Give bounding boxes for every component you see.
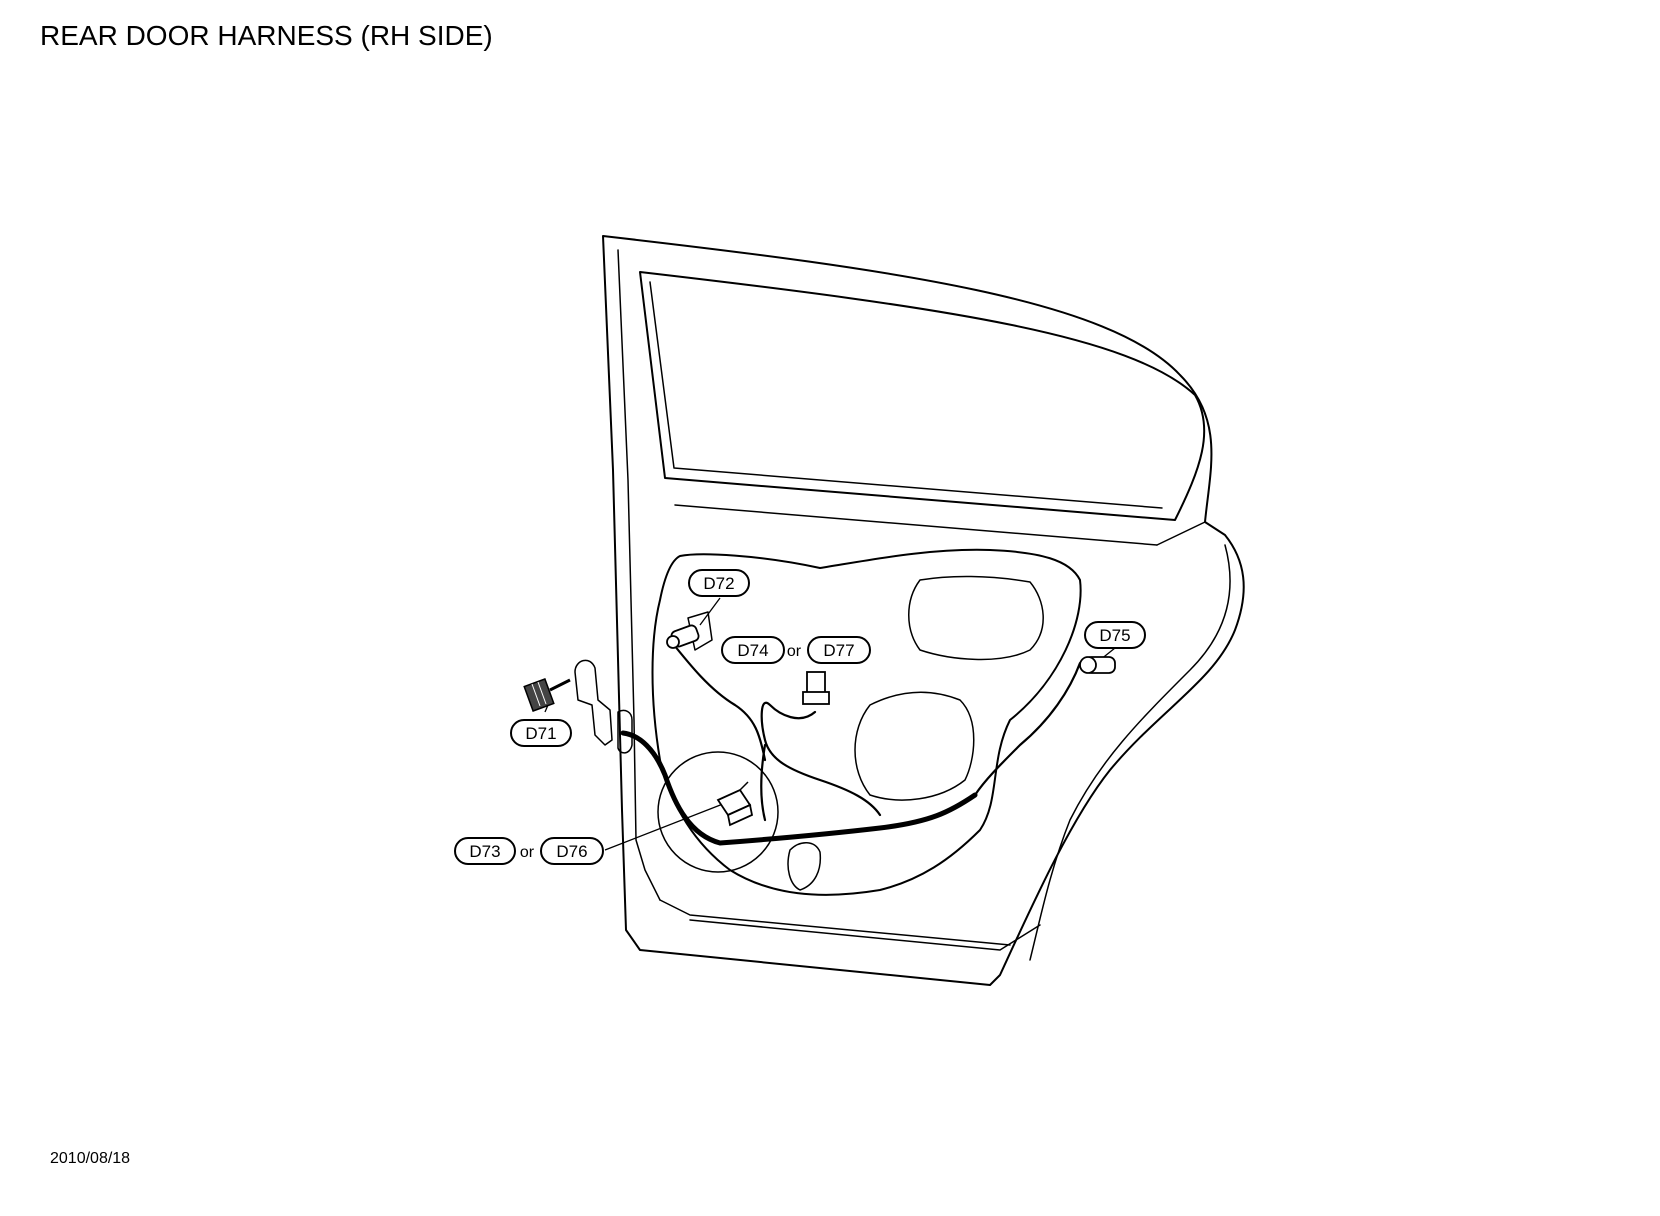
callout-d71: D71	[510, 719, 572, 747]
connector-highlight-circle	[657, 751, 779, 873]
connector-d72-icon	[666, 611, 713, 651]
service-hole-lower	[854, 691, 975, 801]
belt-line	[674, 504, 1158, 546]
door-front-inner-line	[617, 249, 661, 901]
harness-branch-d72	[668, 638, 767, 762]
connector-d75-icon	[1079, 656, 1116, 674]
callout-d77: D77	[807, 636, 871, 664]
belt-line-lower	[1156, 521, 1206, 546]
connector-d74-d77-icon	[802, 671, 830, 705]
or-d73-d76: or	[520, 844, 535, 861]
service-hole-upper	[908, 575, 1044, 661]
hinge-bracket	[574, 659, 613, 746]
callout-d76: D76	[540, 837, 604, 865]
harness-branch-mid	[760, 743, 767, 822]
callout-d73-label: D73	[469, 842, 500, 861]
callout-d72-label: D72	[703, 574, 734, 593]
window-opening	[639, 271, 1206, 521]
callout-d73: D73	[454, 837, 516, 865]
callout-d77-label: D77	[823, 641, 854, 660]
rear-edge-inner-line	[1029, 544, 1231, 961]
callout-d72: D72	[688, 569, 750, 597]
harness-main-thick	[620, 730, 978, 846]
harness-branch-d77	[760, 701, 882, 817]
leader-d72	[699, 597, 721, 626]
callout-d75: D75	[1084, 621, 1146, 649]
inner-panel-outline	[651, 548, 1082, 896]
connector-d73-d76-icon	[716, 781, 754, 827]
callout-d74-label: D74	[737, 641, 768, 660]
date-stamp: 2010/08/18	[50, 1150, 131, 1167]
callout-d75-label: D75	[1099, 626, 1130, 645]
lower-trim-line-1	[659, 899, 1011, 946]
lower-trim-line-2	[689, 919, 1041, 951]
callout-d71-label: D71	[525, 724, 556, 743]
or-d74-d77: or	[787, 643, 802, 660]
leader-d73-d76	[604, 801, 729, 851]
callout-d74: D74	[721, 636, 785, 664]
callout-d76-label: D76	[556, 842, 587, 861]
hinge-bracket-lower	[617, 709, 633, 754]
harness-branch-d75	[973, 661, 1082, 797]
connector-d71-icon	[523, 678, 571, 712]
window-inner-line	[649, 281, 1163, 509]
service-hole-small	[787, 842, 822, 891]
diagram-title: REAR DOOR HARNESS (RH SIDE)	[40, 20, 493, 51]
